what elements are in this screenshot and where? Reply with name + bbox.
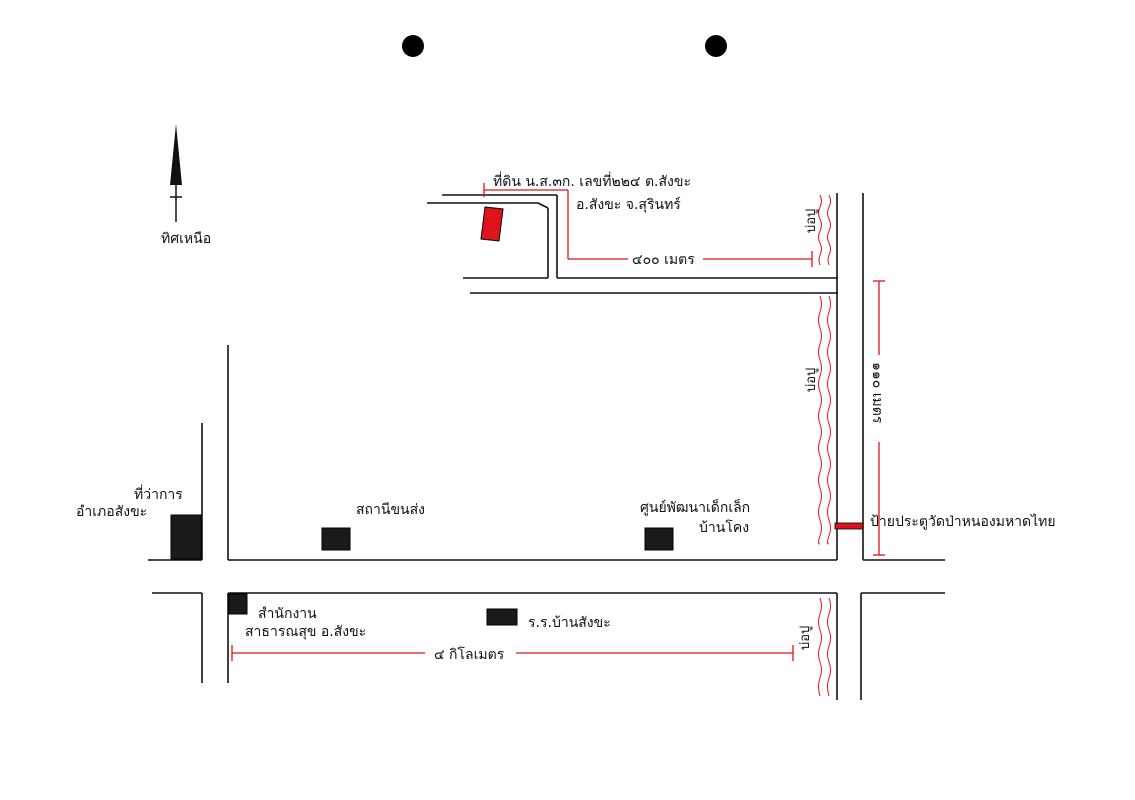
dimension-top [568, 251, 813, 267]
canal [818, 194, 831, 697]
health-office-label-2: สาธารณสุข อ.สังขะ [245, 624, 366, 640]
distance-side-label: ๑๑๐ เมตร [869, 362, 885, 424]
punch-hole-left [402, 35, 424, 57]
target-land-label-1: ที่ดิน น.ส.๓ก. เลขที่๒๒๔ ต.สังขะ [493, 172, 691, 190]
school-label: ร.ร.บ้านสังขะ [528, 615, 611, 631]
district-office-label-1: ที่ว่าการ [134, 485, 183, 503]
canal-label-bottom: บ่อปู [798, 626, 813, 650]
land-label-leader [483, 183, 569, 259]
main-vertical-road [836, 193, 864, 700]
north-arrow-icon [170, 124, 182, 222]
child-center-label-2: บ้านโคง [699, 519, 749, 536]
temple-sign-marker [834, 522, 864, 530]
upper-road [427, 194, 838, 294]
main-horizontal-road [148, 559, 945, 594]
target-land-label-2: อ.สังขะ จ.สุรินทร์ [576, 196, 681, 213]
distance-bottom-label: ๔ กิโลเมตร [434, 646, 505, 663]
canal-label-middle: บ่อปู [804, 368, 819, 392]
child-center-building [644, 527, 674, 551]
transport-station-label: สถานีขนส่ง [356, 502, 425, 518]
child-center-label-1: ศูนย์พัฒนาเด็กเล็ก [640, 498, 750, 516]
punch-hole-right [705, 35, 727, 57]
north-label: ทิศเหนือ [161, 231, 211, 247]
target-land-plot [480, 206, 504, 242]
canal-label-top: บ่อปู [804, 209, 819, 233]
left-roads [201, 345, 229, 683]
district-office-building [170, 514, 202, 560]
health-office-label-1: สำนักงาน [258, 606, 317, 622]
district-office-label-2: อำเภอสังขะ [76, 504, 147, 520]
dimension-side [873, 280, 885, 556]
school-building [486, 608, 518, 626]
distance-top-label: ๔๐๐ เมตร [632, 252, 695, 268]
health-office-building [228, 593, 248, 615]
temple-sign-label: ป้ายประตูวัดป่าหนองมหาดไทย [870, 513, 1056, 530]
dimension-bottom [231, 645, 794, 661]
transport-station-building [321, 527, 351, 551]
